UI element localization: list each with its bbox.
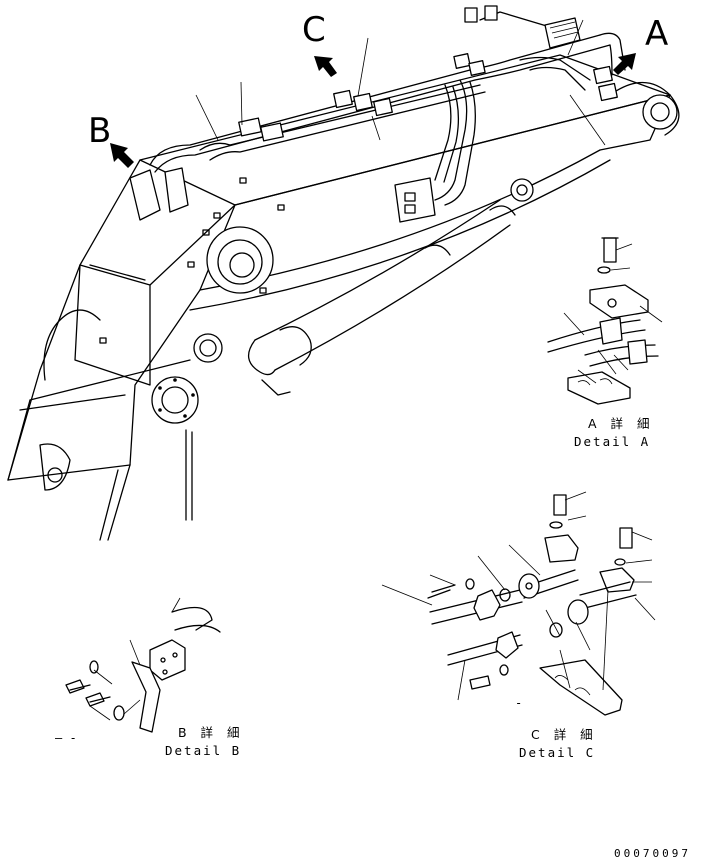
detail-b-dash-mark: – - xyxy=(55,731,77,745)
view-label-a: A xyxy=(645,14,669,54)
detail-c-title-en: Detail C xyxy=(519,745,596,760)
detail-b-drawing xyxy=(65,597,221,733)
view-arrow-icon xyxy=(110,53,636,168)
detail-a-drawing xyxy=(547,237,663,405)
leader-lines-main xyxy=(195,19,606,146)
drawing-code: 00070097 xyxy=(614,847,691,860)
detail-b-title-en: Detail B xyxy=(165,743,242,758)
detail-c-title-jp: C 詳 細 xyxy=(531,727,598,742)
view-label-b: B xyxy=(88,111,112,151)
detail-a-title-jp: A 詳 細 xyxy=(588,416,655,431)
hose-clamps xyxy=(129,5,618,223)
boom-body xyxy=(7,54,680,541)
detail-c-drawing xyxy=(381,491,656,716)
hose-lines xyxy=(149,11,626,206)
detail-b-title-jp: B 詳 細 xyxy=(178,725,245,740)
detail-a-title-en: Detail A xyxy=(574,434,651,449)
view-label-c: C xyxy=(302,10,326,50)
boom-cylinder xyxy=(248,199,516,396)
detail-c-dash-mark: - xyxy=(515,696,523,710)
